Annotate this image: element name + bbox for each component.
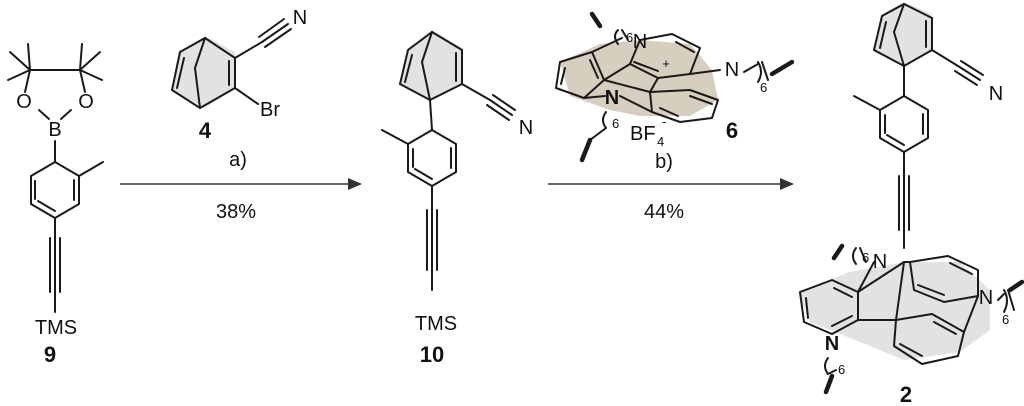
oxygen-label: O [16, 91, 32, 113]
chain-length-6: 6 [838, 362, 845, 377]
step-b-yield: 44% [644, 201, 684, 223]
chain-length-6: 6 [760, 80, 767, 95]
compound-9: O O B TMS 9 [7, 43, 104, 367]
compound-2-number: 2 [900, 382, 912, 406]
compound-6: N N N + 6 6 6 BF 4 - 6 [555, 11, 795, 163]
step-a-label: a) [229, 149, 247, 171]
nitrogen-label: N [725, 59, 739, 81]
compound-10-number: 10 [420, 342, 444, 367]
nitrogen-label: N [989, 83, 1003, 105]
compound-2: N N N N [798, 2, 1024, 406]
step-a-yield: 38% [216, 201, 256, 223]
bromine-label: Br [260, 99, 280, 121]
tetrafluoroborate-label: BF [630, 123, 656, 145]
chain-length-6: 6 [626, 30, 633, 45]
compound-6-number: 6 [726, 118, 738, 143]
nitrogen-label: N [825, 333, 839, 355]
compound-10: N TMS 10 [381, 30, 533, 367]
nitrogen-label: N [605, 87, 619, 109]
compound-4-number: 4 [199, 118, 212, 143]
oxygen-label: O [78, 91, 94, 113]
reaction-arrow-b: b) 44% [548, 151, 794, 223]
tms-label: TMS [35, 317, 77, 339]
nitrogen-label: N [293, 7, 307, 29]
chain-length-6: 6 [862, 250, 869, 265]
step-b-label: b) [655, 151, 673, 173]
nitrogen-label: N [873, 251, 887, 273]
compound-4: N Br 4 [171, 7, 307, 143]
tms-label: TMS [415, 313, 457, 335]
bf4-subscript: 4 [657, 134, 664, 149]
boron-label: B [48, 119, 61, 141]
nitrogen-label: N [519, 117, 533, 139]
nitrogen-label: N [979, 287, 993, 309]
reaction-arrow-a: a) 38% [120, 149, 362, 223]
compound-9-number: 9 [44, 342, 56, 367]
chain-length-6: 6 [612, 116, 619, 131]
chain-length-6: 6 [1002, 312, 1009, 327]
bf4-charge: - [662, 114, 666, 129]
cation-charge: + [662, 56, 670, 71]
nitrogen-label: N [633, 31, 647, 53]
